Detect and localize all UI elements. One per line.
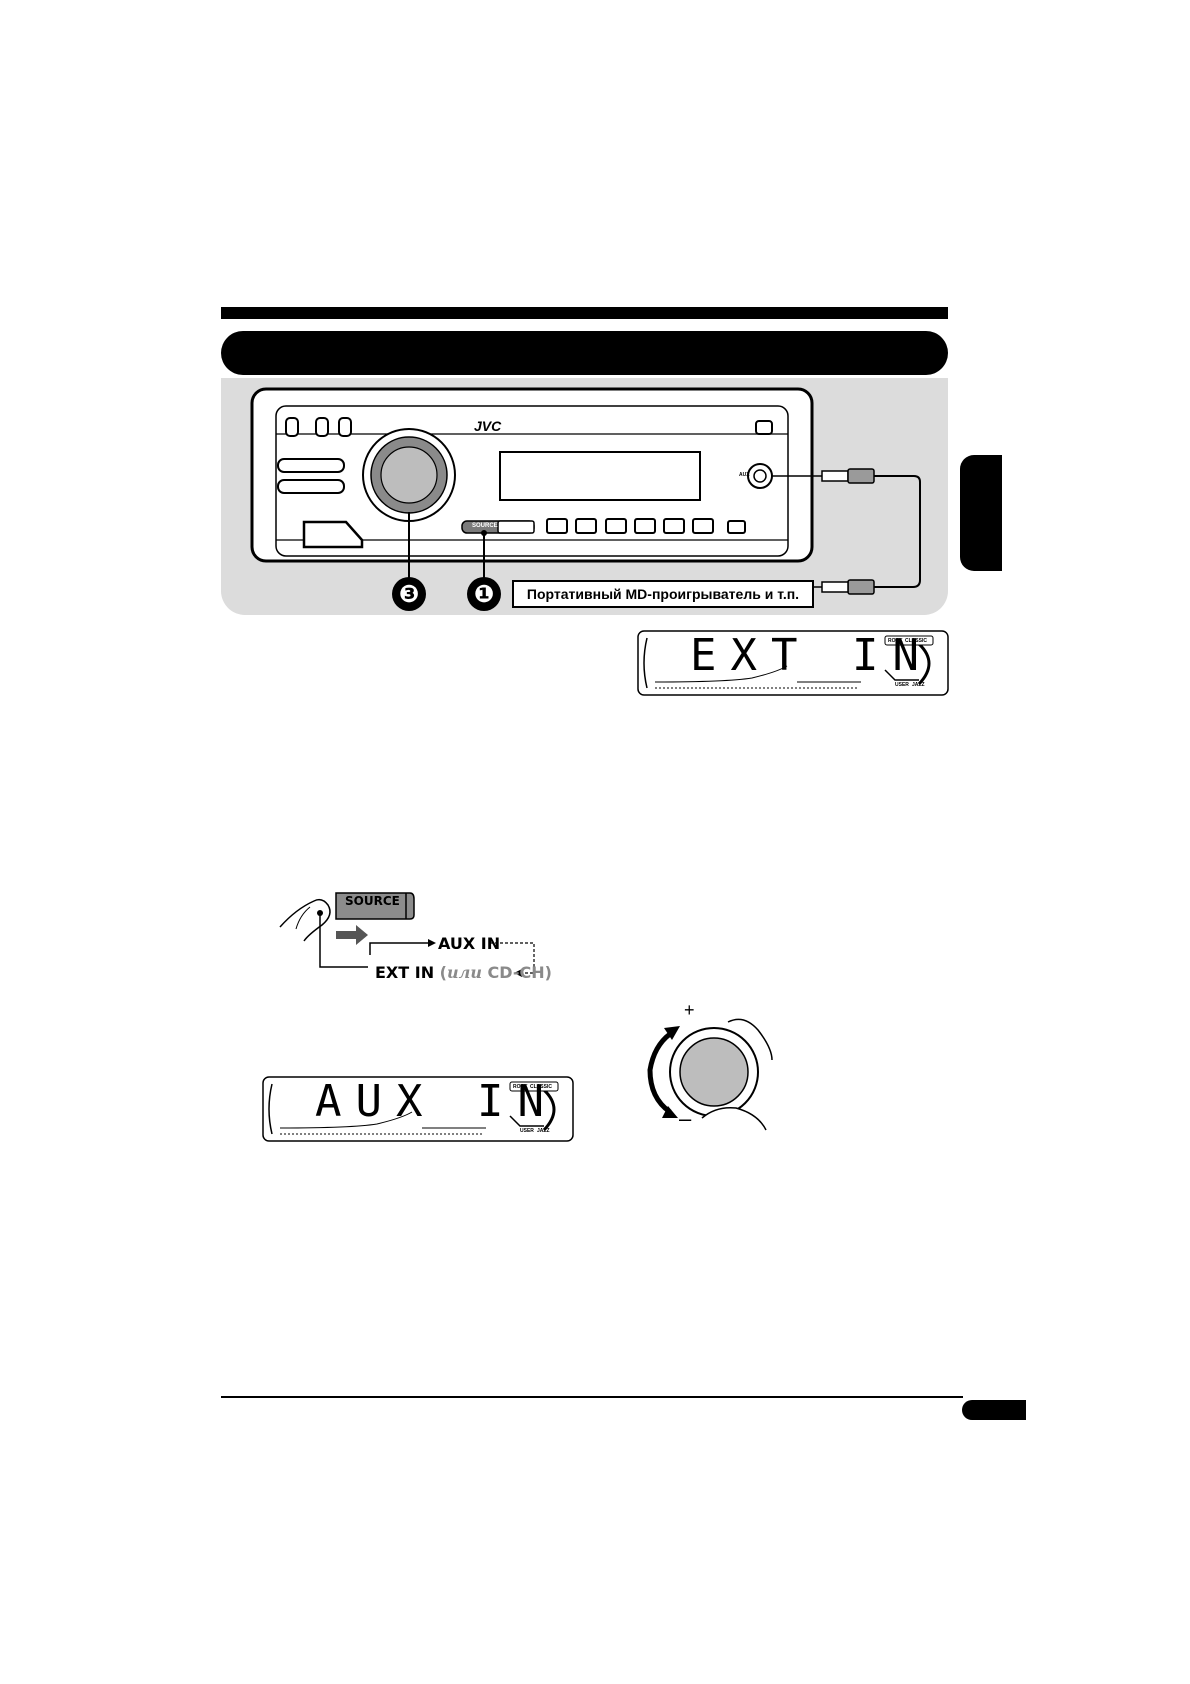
callout-3: ❸ <box>392 577 426 611</box>
top-rule <box>221 307 948 319</box>
volume-plus: + <box>684 1000 695 1020</box>
eq-user-label-2: USER <box>520 1128 534 1134</box>
eq-rock-label: ROCK <box>888 638 903 644</box>
source-button-label: SOURCE <box>472 523 498 529</box>
flow-source-label: SOURCE <box>345 894 400 908</box>
aux-jack-label: AUX <box>739 472 750 478</box>
volume-minus: – <box>679 1106 692 1131</box>
brand-logo: JVC <box>474 418 502 434</box>
source-flow-diagram <box>279 892 535 977</box>
section-title-bar <box>221 331 948 375</box>
callout-1: ❶ <box>467 577 501 611</box>
eq-jazz-label: JAZZ <box>912 682 925 688</box>
eq-classic-label-2: CLASSIC <box>530 1084 552 1090</box>
preset-button-1 <box>285 417 299 437</box>
lcd-aux-in-text: AUX IN <box>315 1076 558 1127</box>
eq-user-label: USER <box>895 682 909 688</box>
language-side-tab <box>960 455 1002 571</box>
flow-paren-close: ) <box>544 963 552 982</box>
page-number-tab <box>962 1400 1026 1420</box>
lcd-ext-in <box>637 630 949 696</box>
eq-classic-label: CLASSIC <box>905 638 927 644</box>
bottom-rule <box>221 1396 963 1398</box>
flow-cd-ch: CD-CH <box>487 963 545 982</box>
preset-button-2 <box>315 417 329 437</box>
flow-or-word: или <box>446 963 482 982</box>
flow-ext-in-main: EXT IN <box>375 963 435 982</box>
flow-paren-open: ( <box>439 963 447 982</box>
lcd-aux-in <box>262 1076 574 1142</box>
flow-ext-in: EXT IN (или CD-CH) <box>375 963 552 982</box>
eject-button <box>755 420 773 435</box>
device-caption: Портативный MD-проигрыватель и т.п. <box>512 580 814 608</box>
preset-button-3 <box>338 417 352 437</box>
volume-knob-illustration <box>647 1018 773 1131</box>
flow-aux-in: AUX IN <box>438 934 501 953</box>
lcd-ext-in-text: EXT IN <box>690 630 933 681</box>
eq-rock-label-2: ROCK <box>513 1084 528 1090</box>
eq-jazz-label-2: JAZZ <box>537 1128 550 1134</box>
